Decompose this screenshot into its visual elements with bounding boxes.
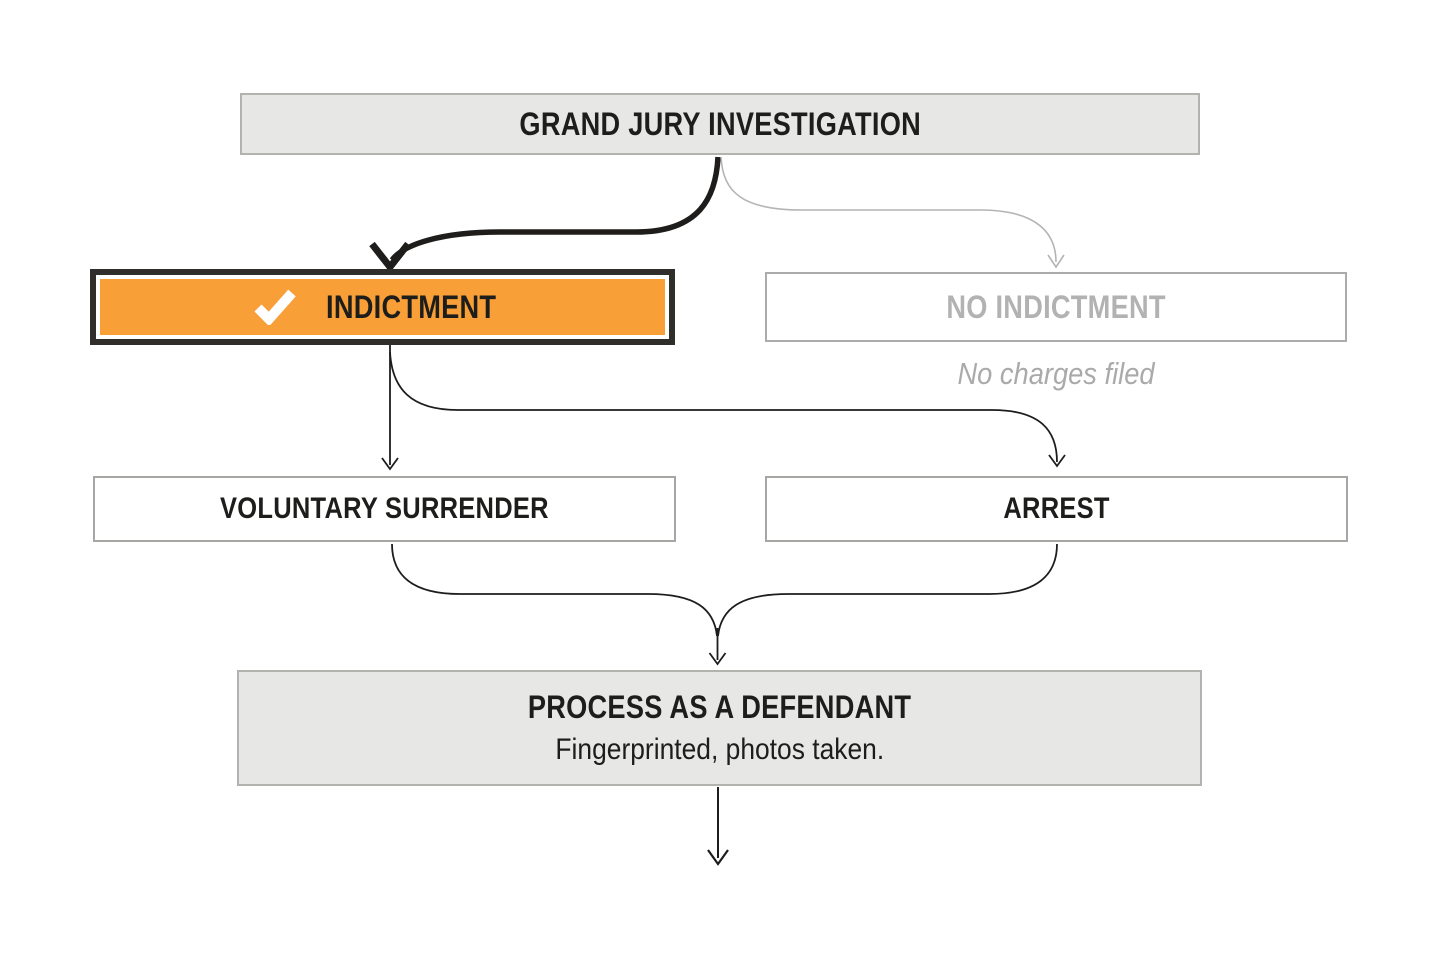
no-charges-filed-caption: No charges filed	[765, 352, 1347, 396]
no-charges-filed-text: No charges filed	[957, 356, 1155, 391]
edge-grandjury-noindictment	[720, 156, 1057, 263]
node-voluntary-surrender: VOLUNTARY SURRENDER	[93, 476, 676, 542]
node-grand-jury-investigation: GRAND JURY INVESTIGATION	[240, 93, 1200, 155]
arrowhead-continuation	[707, 849, 729, 866]
process-subtitle: Fingerprinted, photos taken.	[555, 733, 884, 766]
indictment-highlight: INDICTMENT	[100, 279, 665, 335]
edge-voluntary-process	[391, 543, 718, 637]
arrowhead-process	[708, 652, 727, 666]
grand-jury-label: GRAND JURY INVESTIGATION	[519, 105, 921, 142]
indictment-label: INDICTMENT	[326, 288, 497, 325]
process-text-stack: PROCESS AS A DEFENDANT Fingerprinted, ph…	[494, 689, 945, 767]
arrowhead-voluntary	[381, 457, 399, 471]
node-indictment: INDICTMENT	[90, 269, 675, 345]
edge-arrest-process	[717, 543, 1058, 637]
arrowhead-arrest	[1048, 454, 1066, 468]
arrest-label: ARREST	[1003, 492, 1110, 525]
check-icon	[254, 289, 297, 325]
process-title: PROCESS AS A DEFENDANT	[527, 689, 912, 725]
arrowhead-no-indictment	[1047, 254, 1065, 269]
node-process-as-defendant: PROCESS AS A DEFENDANT Fingerprinted, ph…	[237, 670, 1202, 786]
edge-grandjury-indictment	[389, 156, 721, 262]
edge-indictment-arrest	[389, 351, 1058, 463]
voluntary-surrender-label: VOLUNTARY SURRENDER	[220, 492, 549, 525]
node-no-indictment: NO INDICTMENT	[765, 272, 1347, 342]
node-arrest: ARREST	[765, 476, 1348, 542]
arrowhead-indictment	[369, 241, 411, 273]
no-indictment-label: NO INDICTMENT	[946, 288, 1166, 325]
